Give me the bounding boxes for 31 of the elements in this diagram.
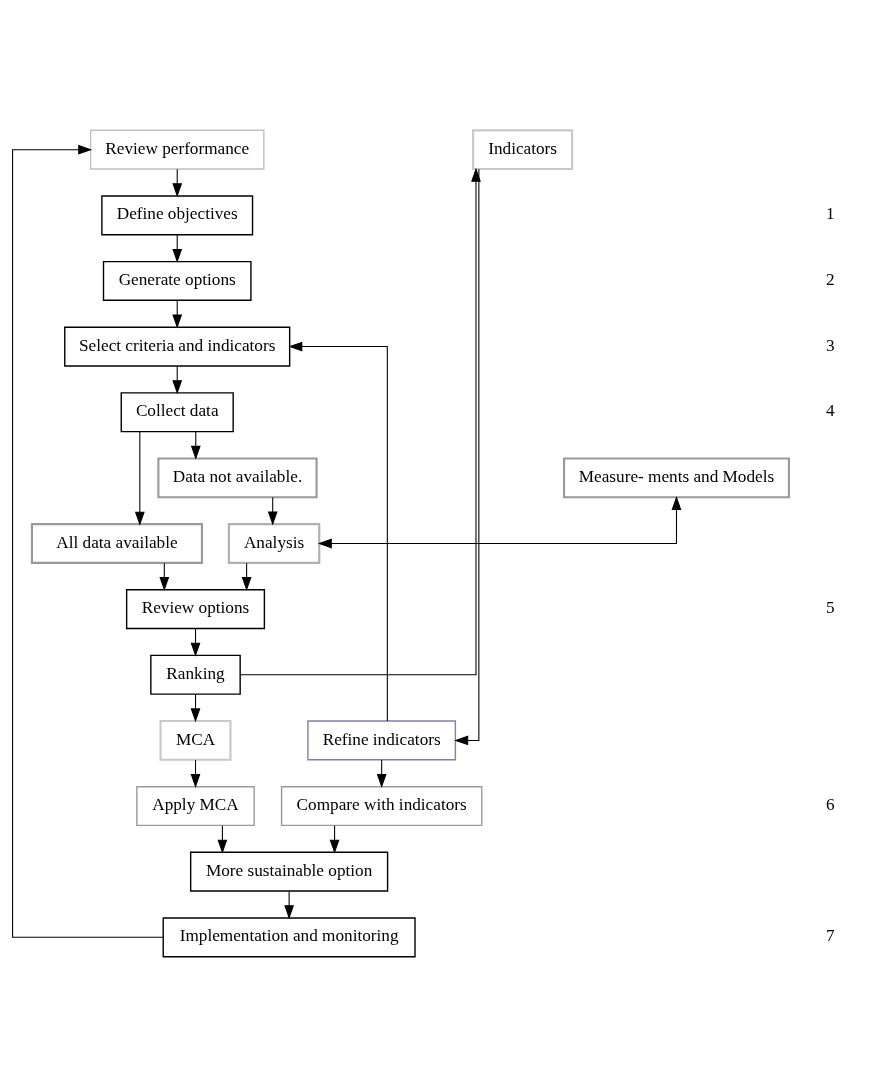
arrow: [288, 341, 388, 721]
label: 2: [826, 269, 835, 289]
node-box: Ranking: [150, 654, 241, 695]
label: 4: [826, 400, 835, 420]
arrow: [239, 167, 481, 675]
label: 1: [826, 203, 835, 223]
node-box: Review options: [125, 588, 266, 629]
node-box: All data available: [30, 522, 204, 564]
arrow: [454, 168, 480, 745]
label: 6: [826, 794, 835, 814]
node-box: Select criteria and indicators: [64, 326, 291, 367]
node-box: Compare with indicators: [280, 785, 483, 826]
arrow: [134, 430, 145, 526]
node-box: Apply MCA: [136, 785, 255, 826]
node-box: Indicators: [472, 128, 574, 170]
node-box: Data not available.: [157, 456, 318, 498]
arrow: [317, 495, 682, 548]
node-box: Refine indicators: [307, 719, 457, 760]
node-box: More sustainable option: [189, 851, 389, 892]
node-box: Generate options: [102, 260, 252, 301]
node-box: Analysis: [227, 522, 321, 564]
node-box: MCA: [159, 719, 232, 761]
label: 3: [826, 335, 835, 355]
node-box: Collect data: [120, 391, 234, 432]
node-box: Define objectives: [101, 194, 254, 235]
node-box: Measure- ments and Models: [562, 456, 790, 498]
node-box: Implementation and monitoring: [162, 916, 416, 957]
node-box: Review performance: [89, 129, 265, 170]
label: 5: [826, 597, 835, 617]
label: 7: [826, 925, 835, 945]
arrow: [284, 890, 295, 919]
